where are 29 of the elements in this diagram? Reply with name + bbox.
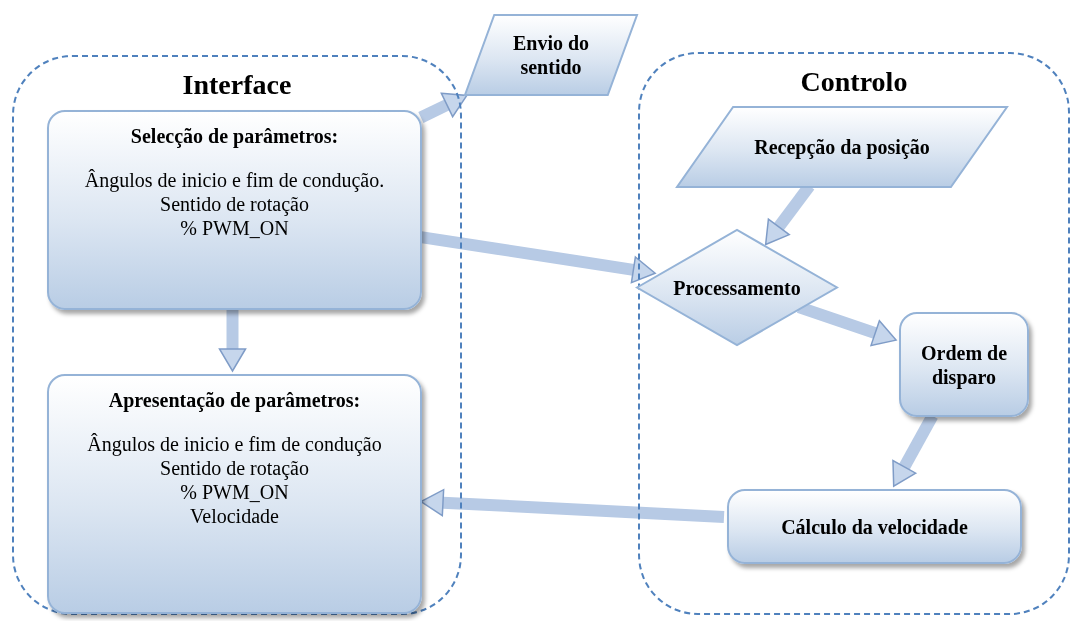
- box-text: % PWM_ON: [180, 216, 289, 240]
- group-title: Controlo: [799, 66, 909, 98]
- dashed-group-frame: [12, 55, 462, 615]
- box-text: Ângulos de inicio e fim de condução: [87, 432, 382, 456]
- decision-diamond: [637, 230, 837, 345]
- group-title: Interface: [181, 69, 293, 101]
- block-arrow: [420, 231, 656, 284]
- box-heading: Cálculo da velocidade: [781, 514, 968, 539]
- block-arrow: [418, 92, 468, 123]
- process-box: [899, 312, 1029, 417]
- process-box: [47, 110, 422, 310]
- shape-label: Envio do sentido: [511, 31, 591, 79]
- process-box: [727, 489, 1022, 564]
- box-text: Sentido de rotação: [160, 192, 309, 216]
- box-heading: Apresentação de parâmetros:: [108, 388, 361, 412]
- box-text: Sentido de rotação: [160, 456, 309, 480]
- box-text: Ângulos de inicio e fim de condução.: [84, 168, 385, 192]
- data-parallelogram: [465, 15, 637, 95]
- block-arrow: [420, 488, 725, 523]
- shape-label: Recepção da posição: [754, 135, 930, 159]
- shape-label: Processamento: [673, 275, 801, 300]
- box-heading: Ordem de disparo: [919, 340, 1009, 389]
- box-text: % PWM_ON: [180, 480, 289, 504]
- process-box: [47, 374, 422, 614]
- dashed-group-frame: [638, 52, 1070, 615]
- data-parallelogram: [677, 107, 1007, 187]
- block-arrow: [218, 309, 247, 372]
- box-heading: Selecção de parâmetros:: [130, 124, 339, 148]
- box-text: Velocidade: [190, 504, 279, 528]
